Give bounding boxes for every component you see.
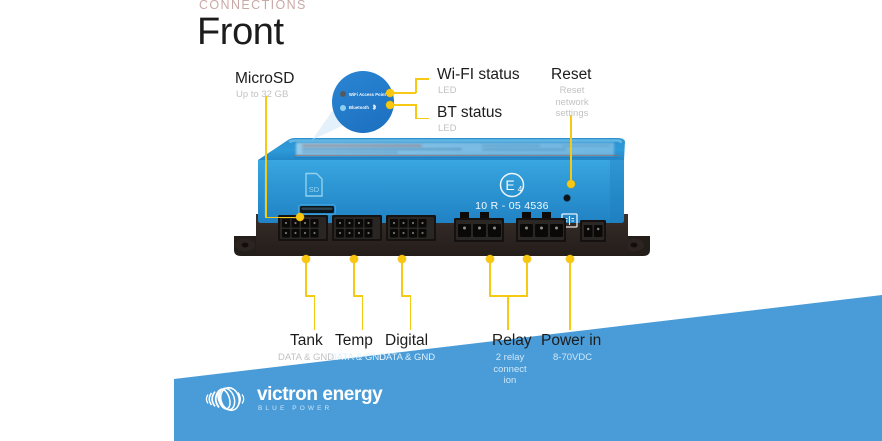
- svg-text:4: 4: [518, 185, 523, 194]
- leader-relay-v2: [526, 262, 528, 295]
- leader-bt-bracket: [415, 104, 417, 119]
- callout-dot-relay-1: [486, 255, 494, 263]
- leader-temp-elbow: [353, 295, 363, 297]
- leader-digital-elbow: [401, 295, 411, 297]
- leader-tank-v1: [305, 262, 307, 295]
- callout-dot-reset: [566, 180, 575, 188]
- leader-bt-h1: [394, 104, 416, 106]
- magnifier-wifi-row: WiFi Access Point: [340, 91, 386, 97]
- callout-title-wifi-status: Wi-FI status: [437, 66, 520, 83]
- leader-tank-elbow: [305, 295, 315, 297]
- callout-title-bt-status: BT status: [437, 104, 503, 121]
- victron-logo: victron energy BLUE POWER: [204, 384, 383, 412]
- callout-dot-wifi: [386, 89, 394, 97]
- callout-title-tank: Tank: [290, 332, 323, 349]
- callout-subtitle-bt-status: LED: [438, 123, 457, 134]
- callout-title-relay: Relay: [492, 332, 532, 349]
- leader-digital-v2: [409, 295, 412, 330]
- callout-title-reset: Reset: [551, 66, 592, 83]
- status-led-magnifier: WiFi Access Point Bluetooth: [332, 71, 394, 133]
- victron-logo-mark: [205, 386, 245, 411]
- leader-wifi-h2: [415, 78, 429, 80]
- magnifier-bt-row: Bluetooth: [340, 104, 377, 111]
- callout-subtitle-reset: Reset network settings: [555, 85, 589, 119]
- callout-dot-temp: [350, 255, 358, 263]
- wifi-led-icon: [340, 91, 346, 97]
- callout-dot-microsd: [296, 213, 304, 221]
- callout-subtitle-temp: DATA & GND: [330, 352, 387, 363]
- callout-title-microsd: MicroSD: [235, 70, 295, 87]
- section-eyebrow: CONNECTIONS: [199, 0, 307, 12]
- brand-tagline: BLUE POWER: [258, 405, 333, 412]
- brand-name: victron energy: [257, 384, 383, 405]
- leader-wifi-h1: [394, 92, 416, 94]
- callout-subtitle-microsd: Up to 32 GB: [236, 89, 289, 100]
- callout-dot-power-in: [566, 255, 574, 263]
- leader-bt-h2: [415, 117, 429, 120]
- callout-subtitle-digital: DATA & GND: [379, 352, 436, 363]
- page-title: Front: [197, 11, 284, 53]
- callout-subtitle-wifi-status: LED: [438, 85, 457, 96]
- leader-reset-vertical: [570, 115, 572, 183]
- callout-title-temp: Temp: [335, 332, 373, 349]
- callout-title-digital: Digital: [385, 332, 429, 349]
- callout-dot-bt: [386, 101, 394, 109]
- svg-text:10 R - 05 4536: 10 R - 05 4536: [475, 200, 549, 212]
- bt-led-icon: [340, 104, 346, 111]
- leader-power-in-vertical: [569, 262, 571, 330]
- wifi-led-label: WiFi Access Point: [349, 91, 386, 97]
- leader-temp-v1: [353, 262, 355, 295]
- bluetooth-icon: [372, 104, 376, 110]
- leader-wifi-bracket: [415, 78, 417, 93]
- svg-text:SD: SD: [309, 185, 320, 194]
- callout-subtitle-relay: 2 relay connect ion: [493, 352, 527, 386]
- callout-dot-relay-2: [523, 255, 531, 263]
- bt-led-label: Bluetooth: [349, 105, 369, 110]
- callout-dot-digital: [398, 255, 406, 263]
- leader-relay-stem: [507, 295, 509, 330]
- device-illustration: SD E 4 10 R - 05 4536: [234, 138, 650, 256]
- callout-dot-tank: [302, 255, 310, 263]
- victron-logo-text: victron energy BLUE POWER: [257, 384, 383, 412]
- leader-tank-v2: [313, 295, 316, 330]
- leader-relay-v1: [489, 262, 491, 295]
- leader-digital-v1: [401, 262, 403, 295]
- callout-subtitle-tank: DATA & GND: [278, 352, 335, 363]
- leader-microsd-vertical: [265, 96, 267, 218]
- svg-text:E: E: [505, 177, 514, 193]
- leader-temp-v2: [361, 295, 364, 330]
- callout-subtitle-power-in: 8-70VDC: [553, 352, 593, 363]
- leader-microsd-horizontal: [265, 216, 300, 219]
- callout-title-power-in: Power in: [541, 332, 602, 349]
